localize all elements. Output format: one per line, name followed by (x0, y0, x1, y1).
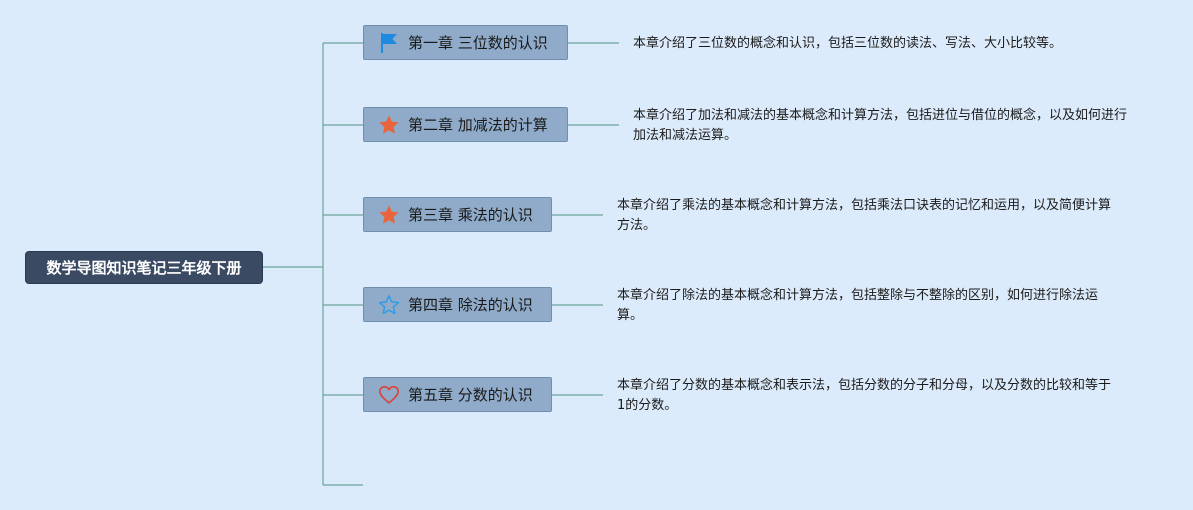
chapter-2-node[interactable]: 第二章 加减法的计算 (363, 107, 568, 142)
orange-star-icon (378, 204, 400, 226)
chapter-4-description: 本章介绍了除法的基本概念和计算方法，包括整除与不整除的区别，如何进行除法运算。 (617, 288, 1099, 323)
chapter-5-node[interactable]: 第五章 分数的认识 (363, 377, 552, 412)
chapter-5-label: 第五章 分数的认识 (408, 386, 533, 404)
chapter-1-description: 本章介绍了三位数的概念和认识，包括三位数的读法、写法、大小比较等。 (633, 36, 1063, 51)
chapter-4-node[interactable]: 第四章 除法的认识 (363, 287, 552, 322)
root-topic[interactable]: 数学导图知识笔记三年级下册 (25, 251, 263, 284)
chapter-3-label: 第三章 乘法的认识 (408, 206, 533, 224)
blue-outline-star-icon (378, 294, 400, 316)
chapter-5-description: 本章介绍了分数的基本概念和表示法，包括分数的分子和分母，以及分数的比较和等于1的… (617, 378, 1112, 413)
chapter-2-label: 第二章 加减法的计算 (408, 116, 548, 134)
blue-flag-icon (378, 32, 400, 54)
chapter-3-description: 本章介绍了乘法的基本概念和计算方法，包括乘法口诀表的记忆和运用，以及简便计算方法… (617, 198, 1112, 233)
chapter-3-node[interactable]: 第三章 乘法的认识 (363, 197, 552, 232)
chapter-2-description: 本章介绍了加法和减法的基本概念和计算方法，包括进位与借位的概念，以及如何进行加法… (633, 108, 1128, 143)
chapter-4-label: 第四章 除法的认识 (408, 296, 533, 314)
red-heart-icon (378, 384, 400, 406)
orange-star-icon (378, 114, 400, 136)
chapter-1-label: 第一章 三位数的认识 (408, 34, 548, 52)
chapter-1-node[interactable]: 第一章 三位数的认识 (363, 25, 568, 60)
